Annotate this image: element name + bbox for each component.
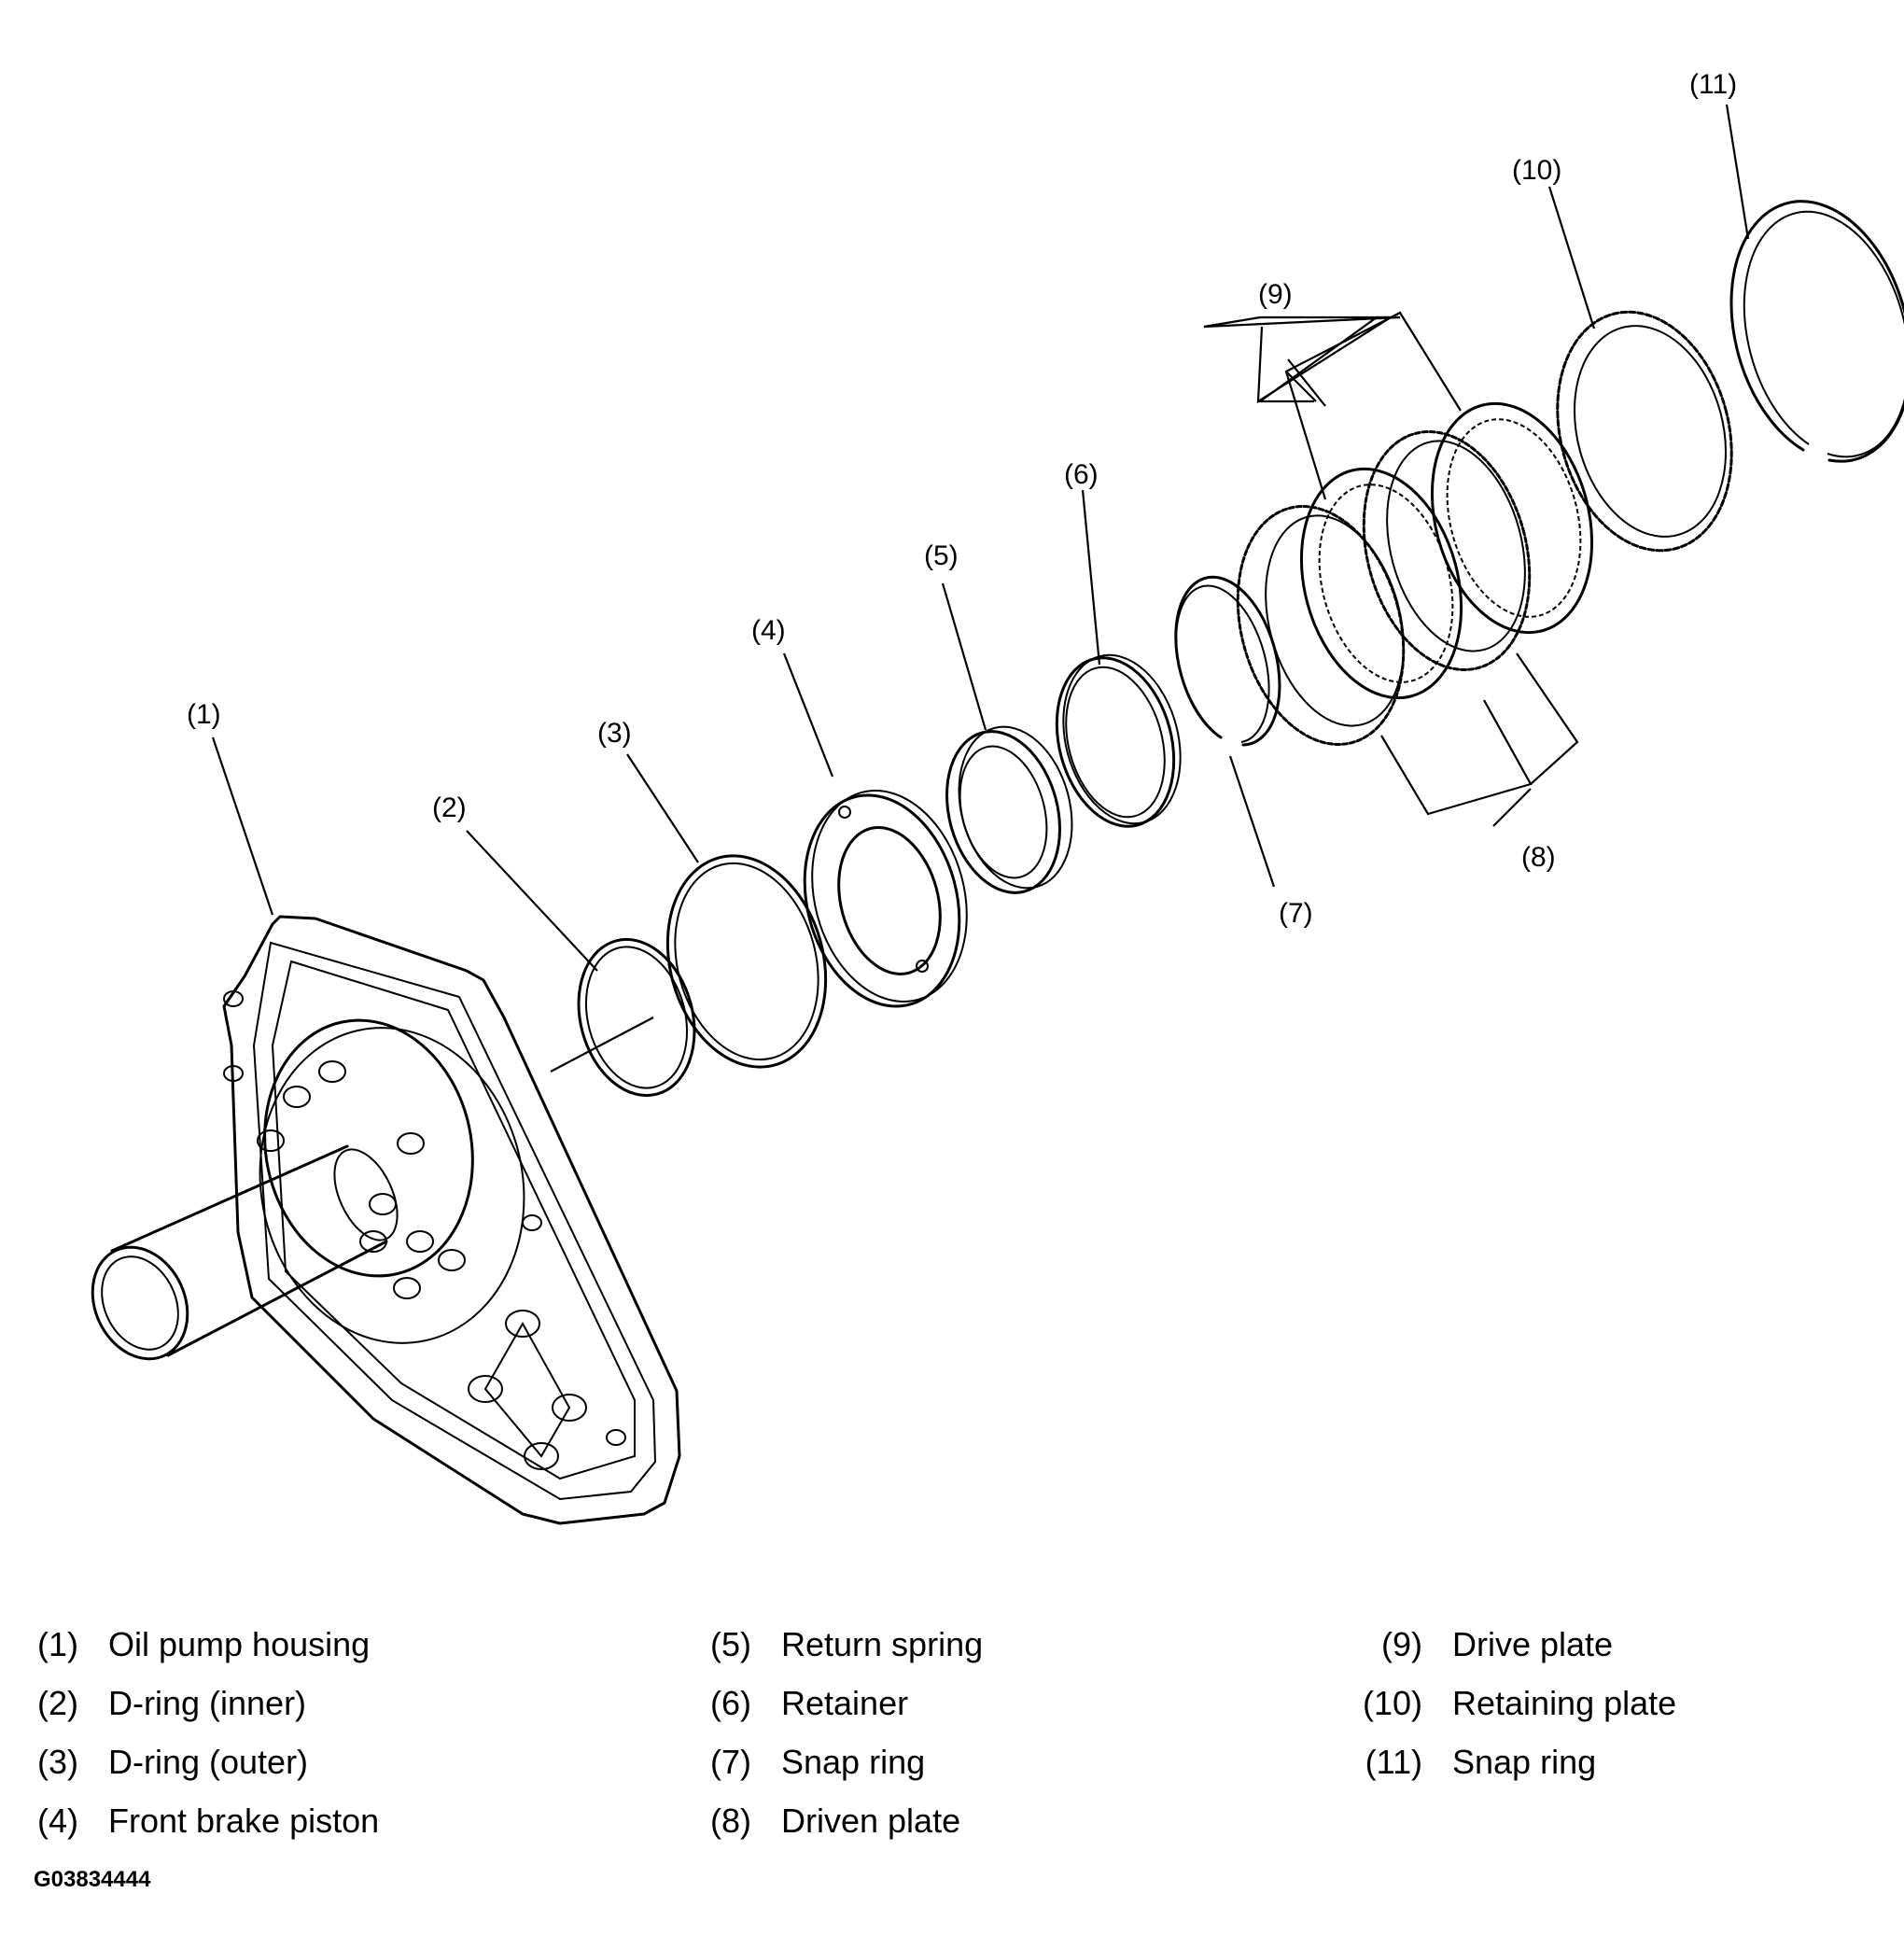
legend-item: (2) D-ring (inner): [32, 1674, 379, 1732]
legend-text: Snap ring: [1452, 1742, 1597, 1781]
snap-ring-7: [1174, 575, 1281, 747]
legend-number: (4): [37, 1801, 78, 1840]
legend-number: (6): [710, 1683, 751, 1722]
legend-number: (7): [710, 1742, 751, 1781]
retainer: [1055, 653, 1182, 828]
retaining-plate: [1556, 310, 1733, 553]
callout-1: (1): [187, 699, 221, 730]
legend-item: (5) Return spring: [705, 1615, 983, 1674]
legend-item: (11) Snap ring: [1355, 1732, 1676, 1791]
legend-column-2: (5) Return spring (6) Retainer (7) Snap …: [705, 1615, 983, 1850]
legend-text: D-ring (outer): [108, 1742, 309, 1781]
legend-text: Oil pump housing: [108, 1624, 371, 1663]
d-ring-inner: [577, 937, 696, 1098]
legend-number: (8): [710, 1801, 751, 1840]
callout-4: (4): [751, 615, 786, 646]
leader-lines: [211, 104, 1750, 1073]
legend-item: (1) Oil pump housing: [32, 1615, 379, 1674]
legend-item: (9) Drive plate: [1355, 1615, 1676, 1674]
legend-item: (7) Snap ring: [705, 1732, 983, 1791]
legend-item: (4) Front brake piston: [32, 1791, 379, 1850]
legend-text: D-ring (inner): [108, 1683, 307, 1722]
callout-labels: (1) (2) (3) (4) (5) (6) (7) (8) (9) (10)…: [187, 69, 1737, 929]
legend-item: (10) Retaining plate: [1355, 1674, 1676, 1732]
callout-7: (7): [1279, 898, 1313, 929]
legend-column-3: (9) Drive plate (10) Retaining plate (11…: [1355, 1615, 1676, 1791]
callout-9: (9): [1258, 279, 1293, 310]
legend-number: (9): [1381, 1624, 1422, 1663]
front-brake-piston: [803, 790, 968, 1008]
legend-text: Retaining plate: [1452, 1683, 1677, 1722]
legend-text: Return spring: [781, 1624, 984, 1663]
legend-text: Front brake piston: [108, 1801, 380, 1840]
callout-2: (2): [432, 792, 467, 823]
clutch-plate-pack: [1236, 401, 1594, 746]
legend-item: (6) Retainer: [705, 1674, 983, 1732]
legend-item: (8) Driven plate: [705, 1791, 983, 1850]
exploded-view-diagram: (1) (2) (3) (4) (5) (6) (7) (8) (9) (10)…: [91, 69, 1904, 1525]
callout-10: (10): [1512, 155, 1561, 186]
callout-11: (11): [1689, 69, 1737, 100]
legend-number: (10): [1362, 1683, 1422, 1722]
legend-number: (11): [1365, 1742, 1422, 1781]
callout-6: (6): [1064, 459, 1099, 490]
callout-8: (8): [1521, 842, 1556, 873]
legend-text: Driven plate: [781, 1801, 961, 1840]
legend-number: (3): [37, 1742, 78, 1781]
legend-number: (2): [37, 1683, 78, 1722]
callout-5: (5): [924, 540, 959, 571]
legend-number: (1): [37, 1624, 78, 1663]
callout-3: (3): [597, 718, 632, 749]
legend-number: (5): [710, 1624, 751, 1663]
snap-ring-11: [1729, 200, 1904, 463]
legend-item: (3) D-ring (outer): [32, 1732, 379, 1791]
return-spring: [945, 725, 1073, 894]
legend-column-1: (1) Oil pump housing (2) D-ring (inner) …: [32, 1615, 379, 1850]
legend-text: Drive plate: [1452, 1624, 1614, 1663]
figure-code: G03834444: [34, 1867, 151, 1892]
d-ring-outer: [665, 854, 828, 1069]
oil-pump-housing: [91, 915, 681, 1525]
parts-legend: (1) Oil pump housing (2) D-ring (inner) …: [0, 1615, 1904, 1858]
legend-text: Retainer: [781, 1683, 909, 1722]
legend-text: Snap ring: [781, 1742, 926, 1781]
